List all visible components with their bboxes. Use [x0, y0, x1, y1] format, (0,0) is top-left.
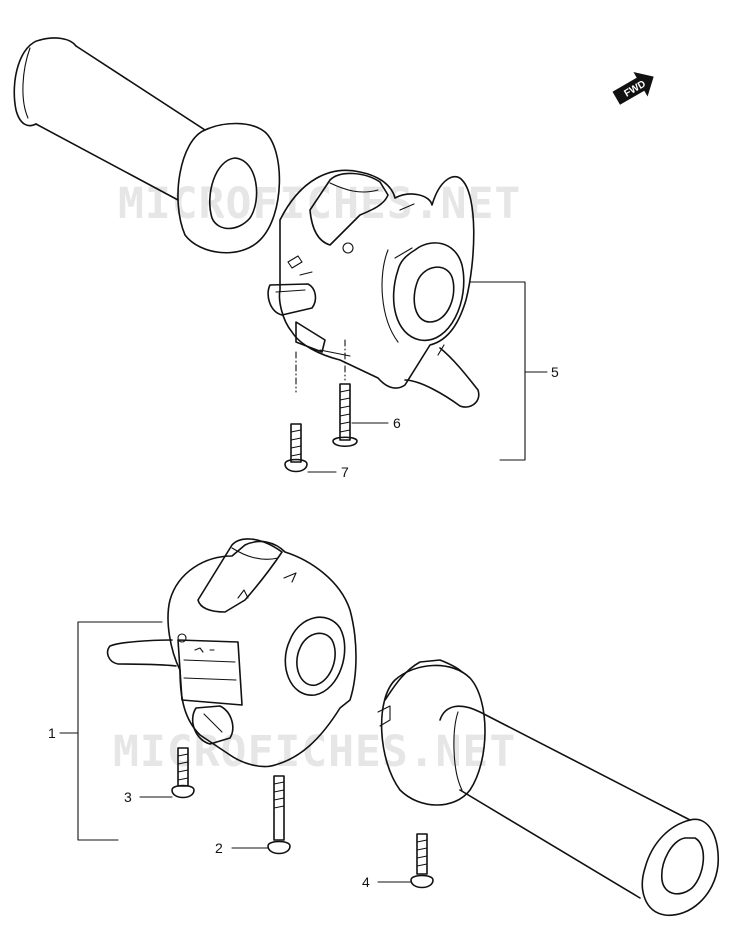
screw-7: [284, 423, 308, 473]
callout-1: 1: [48, 725, 56, 741]
left-grip: [13, 37, 281, 254]
callout-4: 4: [362, 874, 370, 890]
screw-4: [410, 833, 434, 889]
fwd-label: FWD: [622, 79, 647, 100]
watermark-top: MICROFICHES.NET: [118, 179, 521, 229]
callout-2: 2: [215, 840, 223, 856]
callout-6: 6: [393, 415, 401, 431]
left-switch-assembly: [106, 538, 357, 768]
fwd-arrow-icon: FWD: [612, 71, 654, 105]
bracket-1: [77, 621, 163, 841]
screw-6: [332, 383, 358, 448]
bracket-5: [469, 281, 526, 461]
callout-7: 7: [341, 464, 349, 480]
watermark-bottom: MICROFICHES.NET: [113, 727, 516, 777]
screw-3: [171, 747, 195, 799]
screw-2: [267, 775, 291, 855]
throttle-grip: [377, 659, 720, 916]
callout-5: 5: [551, 364, 559, 380]
callout-3: 3: [124, 789, 132, 805]
